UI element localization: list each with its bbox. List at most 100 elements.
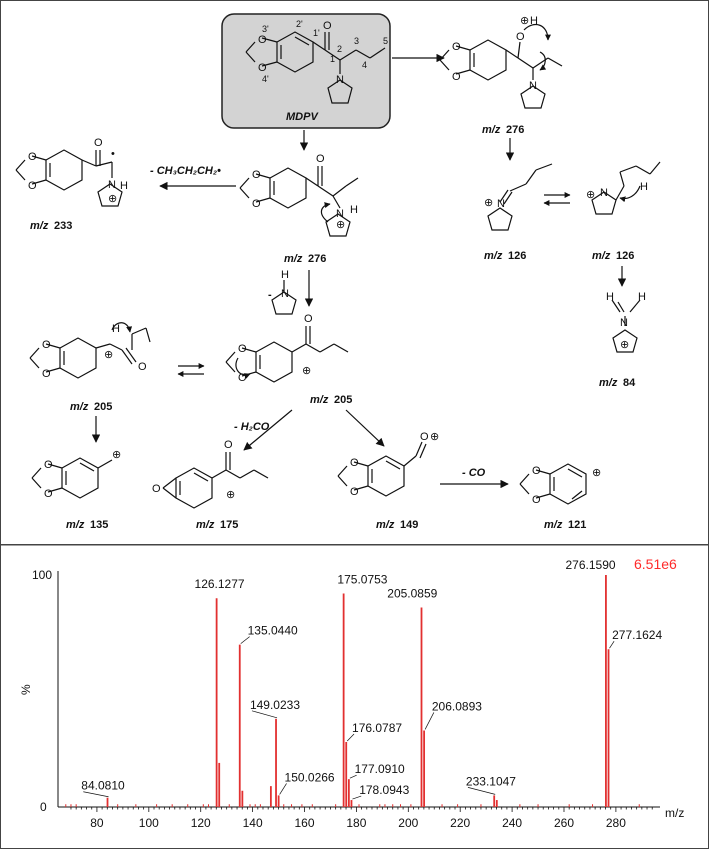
x-axis-label: m/z [665, 806, 684, 820]
x-tick-label: 240 [502, 816, 522, 830]
svg-text:O: O [138, 361, 147, 373]
mdpv-label: MDPV [286, 111, 319, 123]
svg-text:O: O [350, 486, 359, 498]
peak-label: 276.1590 [566, 558, 616, 572]
svg-text:O: O [238, 343, 247, 355]
peak-leader [424, 712, 435, 730]
svg-text:O: O [44, 488, 53, 500]
label-mz126b: m/z 126 [592, 250, 634, 262]
peak-label: 149.0233 [250, 698, 300, 712]
svg-text:276: 276 [308, 253, 326, 265]
peak-label: 178.0943 [359, 783, 409, 797]
svg-text:O: O [252, 169, 261, 181]
x-tick-label: 180 [346, 816, 366, 830]
y-axis-label: % [19, 684, 33, 695]
loss-propyl: - CH₃CH₂CH₂• [150, 165, 221, 177]
svg-text:O: O [28, 151, 37, 163]
svg-text:⊕: ⊕ [586, 189, 595, 201]
fragment-126a [487, 163, 553, 231]
label-mz84: m/z 84 [599, 377, 636, 389]
fragment-276a [439, 23, 563, 109]
svg-text:m/z: m/z [482, 124, 501, 136]
svg-text:•: • [111, 148, 115, 160]
peak-label: 176.0787 [352, 721, 402, 735]
svg-text:H: H [120, 180, 128, 192]
svg-text:⊕: ⊕ [520, 15, 529, 27]
peak-label: 206.0893 [432, 699, 482, 713]
y-tick-100: 100 [32, 568, 52, 582]
svg-text:O: O [152, 483, 161, 495]
fragment-205b [225, 326, 349, 383]
peak-label: 277.1624 [612, 628, 662, 642]
svg-text:m/z: m/z [599, 377, 618, 389]
peak-leader [346, 733, 355, 742]
svg-text:⊕: ⊕ [484, 197, 493, 209]
svg-text:H: H [281, 269, 289, 281]
loss-co: - CO [462, 467, 486, 479]
x-tick-label: 140 [243, 816, 263, 830]
peak-label: 177.0910 [355, 762, 405, 776]
peak-leader [349, 774, 357, 779]
svg-text:1': 1' [313, 28, 320, 38]
svg-text:175: 175 [220, 519, 238, 531]
peak-leader [83, 791, 109, 798]
svg-text:O: O [532, 494, 541, 506]
svg-text:4: 4 [362, 60, 367, 70]
peak-leader [240, 636, 250, 644]
peak-label: 175.0753 [337, 573, 387, 587]
peak-label: 150.0266 [285, 770, 335, 784]
svg-text:2: 2 [337, 44, 342, 54]
svg-text:H: H [640, 181, 648, 193]
svg-text:m/z: m/z [484, 250, 503, 262]
svg-text:N: N [497, 198, 505, 210]
label-mz276a: m/z 276 [482, 124, 524, 136]
svg-text:O: O [516, 31, 525, 43]
svg-text:m/z: m/z [66, 519, 85, 531]
svg-text:276: 276 [506, 124, 524, 136]
svg-text:m/z: m/z [376, 519, 395, 531]
spectrum-peaks [65, 575, 640, 807]
svg-text:⊕: ⊕ [620, 339, 629, 351]
svg-text:O: O [42, 339, 51, 351]
svg-text:m/z: m/z [544, 519, 563, 531]
svg-text:H: H [606, 291, 614, 303]
svg-text:N: N [529, 80, 537, 92]
svg-text:m/z: m/z [30, 220, 49, 232]
svg-text:O: O [94, 137, 103, 149]
peak-label: 205.0859 [387, 586, 437, 600]
peak-labels: 84.0810126.1277135.0440149.0233150.02661… [81, 558, 662, 800]
svg-text:4': 4' [262, 74, 269, 84]
svg-text:N: N [108, 179, 116, 191]
svg-text:H: H [112, 323, 120, 335]
svg-text:m/z: m/z [592, 250, 611, 262]
svg-text:84: 84 [623, 377, 636, 389]
svg-text:m/z: m/z [310, 394, 329, 406]
fragment-205a [29, 322, 151, 379]
peak-label: 84.0810 [81, 779, 125, 793]
svg-text:O: O [532, 465, 541, 477]
label-mz135: m/z 135 [66, 519, 108, 531]
svg-text:N: N [620, 317, 628, 329]
x-tick-label: 160 [294, 816, 314, 830]
svg-text:O: O [420, 431, 429, 443]
svg-text:O: O [452, 71, 461, 83]
svg-text:O: O [316, 153, 325, 165]
svg-text:149: 149 [400, 519, 418, 531]
svg-text:2': 2' [296, 19, 303, 29]
label-mz233: m/z 233 [30, 220, 72, 232]
svg-text:121: 121 [568, 519, 586, 531]
x-tick-label: 100 [139, 816, 159, 830]
svg-text:N: N [600, 187, 608, 199]
label-mz276b: m/z 276 [284, 253, 326, 265]
svg-text:N: N [336, 74, 344, 86]
svg-text:⊕: ⊕ [430, 431, 439, 443]
svg-text:O: O [252, 198, 261, 210]
svg-text:m/z: m/z [284, 253, 303, 265]
x-tick-label: 260 [554, 816, 574, 830]
peak-leader [467, 787, 496, 795]
svg-text:-: - [268, 289, 272, 301]
fragment-175 [162, 452, 269, 509]
y-tick-0: 0 [40, 800, 47, 814]
svg-text:126: 126 [616, 250, 634, 262]
